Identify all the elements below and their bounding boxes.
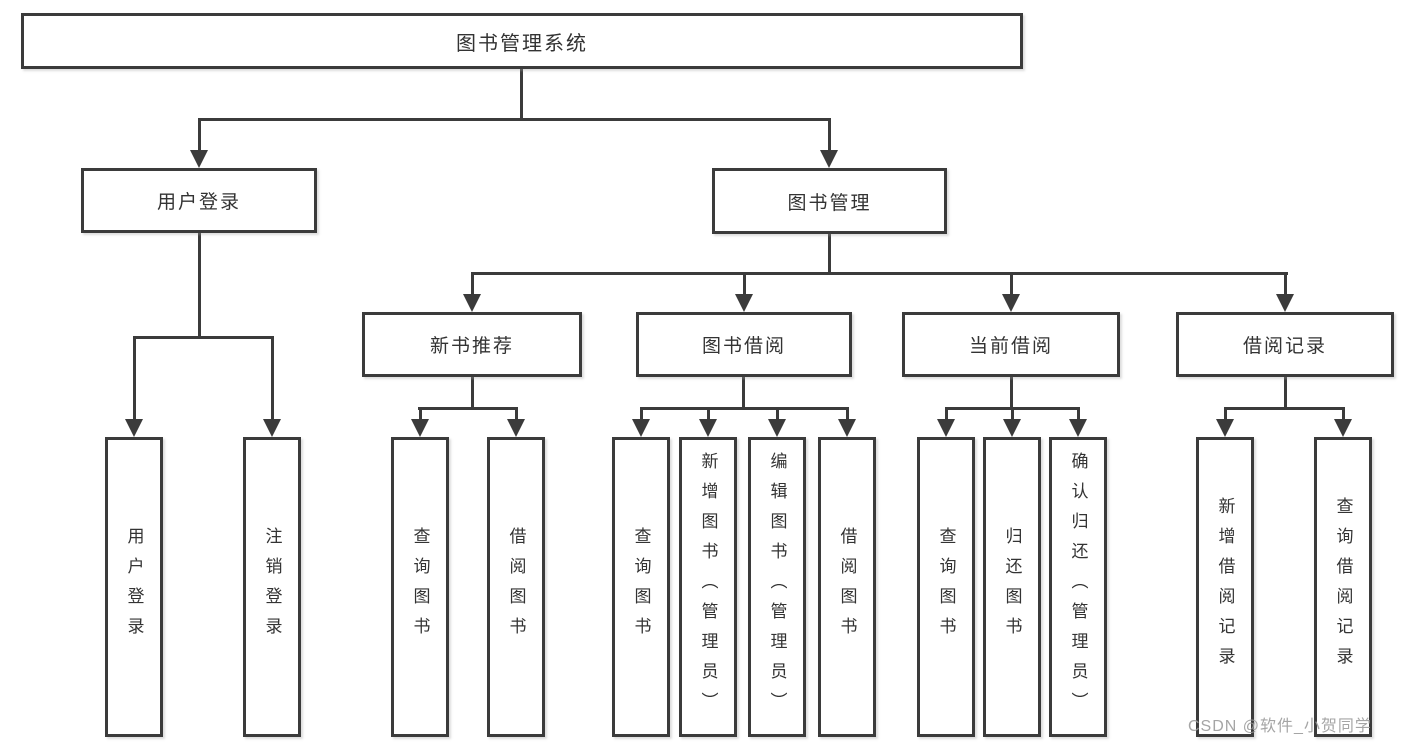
connector-hline [418, 407, 518, 410]
connector-vline [520, 69, 523, 119]
arrowhead-down-icon [125, 419, 143, 437]
connector-vline [471, 272, 474, 297]
connector-vline [846, 407, 849, 422]
arrowhead-down-icon [190, 150, 208, 168]
node-return-book: 归还图书 [983, 437, 1041, 737]
arrowhead-down-icon [507, 419, 525, 437]
connector-hline [198, 118, 831, 121]
node-label: 查询图书 [631, 527, 651, 647]
arrowhead-down-icon [1334, 419, 1352, 437]
node-library-system: 图书管理系统 [21, 13, 1023, 69]
connector-hline [133, 336, 274, 339]
connector-vline [1342, 407, 1345, 422]
connector-vline [1010, 377, 1013, 410]
arrowhead-down-icon [820, 150, 838, 168]
node-book-borrowing: 图书借阅 [636, 312, 852, 377]
arrowhead-down-icon [838, 419, 856, 437]
connector-vline [419, 407, 422, 422]
connector-vline [776, 407, 779, 422]
node-borrow-books-borrowing: 借阅图书 [818, 437, 876, 737]
connector-vline [1284, 272, 1287, 297]
arrowhead-down-icon [263, 419, 281, 437]
node-label: 用户登录 [124, 527, 144, 647]
node-label: 查询图书 [410, 527, 430, 647]
node-label: 借阅图书 [506, 527, 526, 647]
connector-vline [828, 234, 831, 275]
node-query-books-recommend: 查询图书 [391, 437, 449, 737]
node-add-book-admin: 新增图书（管理员） [679, 437, 737, 737]
connector-vline [707, 407, 710, 422]
node-user-login: 用户登录 [81, 168, 317, 233]
node-label: 归还图书 [1002, 527, 1022, 647]
connector-vline [1077, 407, 1080, 422]
node-label: 新增借阅记录 [1215, 497, 1235, 677]
arrowhead-down-icon [1276, 294, 1294, 312]
node-label: 注销登录 [262, 527, 282, 647]
arrowhead-down-icon [1069, 419, 1087, 437]
node-current-borrowing: 当前借阅 [902, 312, 1120, 377]
connector-hline [471, 272, 1288, 275]
node-label: 查询图书 [936, 527, 956, 647]
node-login: 用户登录 [105, 437, 163, 737]
arrowhead-down-icon [1003, 419, 1021, 437]
connector-vline [271, 336, 274, 421]
connector-vline [198, 118, 201, 152]
arrowhead-down-icon [768, 419, 786, 437]
connector-vline [1284, 377, 1287, 410]
node-borrow-books-recommend: 借阅图书 [487, 437, 545, 737]
node-logout: 注销登录 [243, 437, 301, 737]
node-label: 确认归还（管理员） [1068, 452, 1088, 722]
node-confirm-return-admin: 确认归还（管理员） [1049, 437, 1107, 737]
node-new-book-recommend: 新书推荐 [362, 312, 582, 377]
arrowhead-down-icon [463, 294, 481, 312]
connector-vline [471, 377, 474, 410]
connector-vline [828, 118, 831, 152]
node-query-books-current: 查询图书 [917, 437, 975, 737]
csdn-watermark: CSDN @软件_小贺同学 [1188, 718, 1372, 735]
node-book-management: 图书管理 [712, 168, 947, 234]
node-label: 新增图书（管理员） [698, 452, 718, 722]
connector-vline [742, 377, 745, 410]
connector-vline [515, 407, 518, 422]
arrowhead-down-icon [1216, 419, 1234, 437]
arrowhead-down-icon [632, 419, 650, 437]
connector-vline [1011, 407, 1014, 422]
node-query-books-borrowing: 查询图书 [612, 437, 670, 737]
arrowhead-down-icon [937, 419, 955, 437]
node-query-borrow-record: 查询借阅记录 [1314, 437, 1372, 737]
node-label: 查询借阅记录 [1333, 497, 1353, 677]
connector-vline [743, 272, 746, 297]
connector-vline [640, 407, 643, 422]
connector-vline [1224, 407, 1227, 422]
node-add-borrow-record: 新增借阅记录 [1196, 437, 1254, 737]
node-label: 编辑图书（管理员） [767, 452, 787, 722]
connector-vline [945, 407, 948, 422]
node-edit-book-admin: 编辑图书（管理员） [748, 437, 806, 737]
connector-hline [1224, 407, 1344, 410]
connector-hline [640, 407, 848, 410]
node-label: 借阅图书 [837, 527, 857, 647]
arrowhead-down-icon [699, 419, 717, 437]
arrowhead-down-icon [1002, 294, 1020, 312]
node-borrowing-records: 借阅记录 [1176, 312, 1394, 377]
connector-vline [133, 336, 136, 421]
arrowhead-down-icon [411, 419, 429, 437]
connector-vline [198, 233, 201, 336]
connector-vline [1010, 272, 1013, 297]
arrowhead-down-icon [735, 294, 753, 312]
